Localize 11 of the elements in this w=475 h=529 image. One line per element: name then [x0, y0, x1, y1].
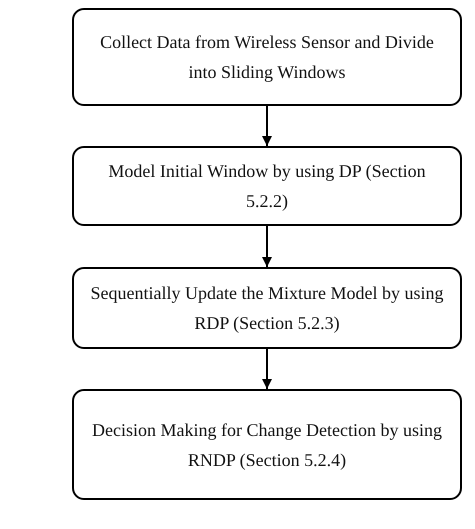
process-box [72, 267, 462, 349]
arrow [262, 106, 272, 146]
step-text: Sequentially Update the Mixture Model by using RDP (Section 5.2.3) [90, 282, 444, 335]
step-text: Collect Data from Wireless Sensor and Divide into Sliding Windows [99, 31, 435, 84]
process-box [72, 146, 462, 226]
step-text: Decision Making for Change Detection by using RNDP (Section 5.2.4) [91, 418, 443, 472]
process-box [72, 8, 462, 106]
step-text: Model Initial Window by using DP (Section 5.2.2) [107, 160, 427, 213]
arrow [262, 349, 272, 389]
arrow [262, 226, 272, 267]
process-box [72, 389, 462, 500]
